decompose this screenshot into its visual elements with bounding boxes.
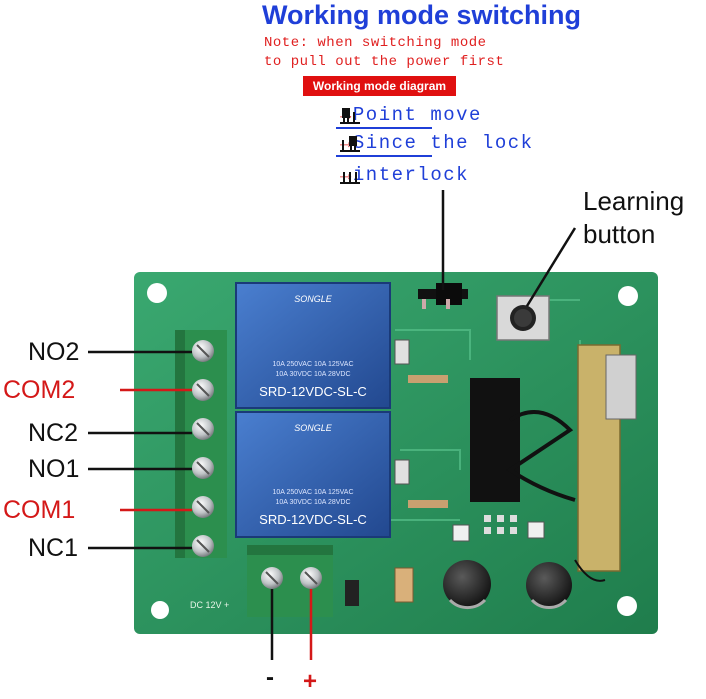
mode-underline — [336, 155, 432, 157]
relay-brand: SONGLE — [294, 294, 333, 304]
relay-rating-2: 10A 30VDC 10A 28VDC — [275, 371, 350, 378]
relay-model: SRD-12VDC-SL-C — [259, 384, 367, 399]
mounting-hole — [147, 283, 167, 303]
mounting-hole — [618, 286, 638, 306]
mode-label: Point move — [352, 104, 482, 126]
mode-since-the-lock: →Since the lock — [340, 132, 534, 154]
pin-label-com1: COM1 — [3, 496, 76, 524]
rf-receiver-module — [506, 344, 637, 582]
pin-label-nc2: NC2 — [28, 419, 79, 447]
relay-2: SONGLE 10A 250VAC 10A 125VAC 10A 30VDC 1… — [235, 411, 391, 538]
mode-underline — [336, 127, 432, 129]
mode-label: Since the lock — [352, 132, 534, 154]
relay-brand: SONGLE — [294, 423, 333, 433]
learning-button-label: Learning button — [583, 185, 684, 251]
note-line-2: to pull out the power first — [264, 54, 505, 70]
jumper-right-icon — [340, 136, 360, 152]
learning-line: button — [583, 219, 656, 249]
pin-label-no1: NO1 — [28, 455, 80, 483]
relay-rating-1: 10A 250VAC 10A 125VAC — [272, 361, 353, 368]
power-input-label: DC 12V + — [190, 600, 229, 610]
jumper-open-icon — [340, 172, 360, 184]
pin-label-no2: NO2 — [28, 338, 80, 366]
diagram-title: Working mode switching — [262, 0, 582, 30]
mode-interlock: →interlock — [340, 164, 469, 186]
relay-rating-2: 10A 30VDC 10A 28VDC — [275, 499, 350, 506]
mounting-hole — [151, 601, 169, 619]
positive-terminal-label: + — [303, 668, 318, 695]
jumper-left-icon — [340, 108, 360, 124]
negative-terminal-label: - — [266, 664, 274, 691]
mounting-hole — [617, 596, 637, 616]
pin-label-nc1: NC1 — [28, 534, 79, 562]
learning-line: Learning — [583, 186, 685, 216]
mode-arrow: → — [340, 132, 353, 154]
working-mode-diagram-badge: Working mode diagram — [303, 76, 456, 96]
mode-point-move: →Point move — [340, 104, 482, 126]
mode-label: interlock — [352, 164, 470, 186]
note-line-1: Note: when switching mode — [264, 35, 487, 51]
mode-arrow: → — [340, 164, 353, 186]
relay-1: SONGLE 10A 250VAC 10A 125VAC 10A 30VDC 1… — [235, 282, 391, 409]
electrolytic-capacitors — [443, 560, 572, 610]
pin-callout-lines — [88, 350, 192, 550]
pin-label-com2: COM2 — [3, 376, 76, 404]
relay-model: SRD-12VDC-SL-C — [259, 512, 367, 527]
learning-callout-line — [525, 227, 577, 307]
pcb-components — [345, 339, 545, 606]
terminal-screws — [192, 340, 214, 557]
learning-push-button — [496, 295, 550, 341]
relay-rating-1: 10A 250VAC 10A 125VAC — [272, 489, 353, 496]
power-terminal — [247, 545, 333, 617]
